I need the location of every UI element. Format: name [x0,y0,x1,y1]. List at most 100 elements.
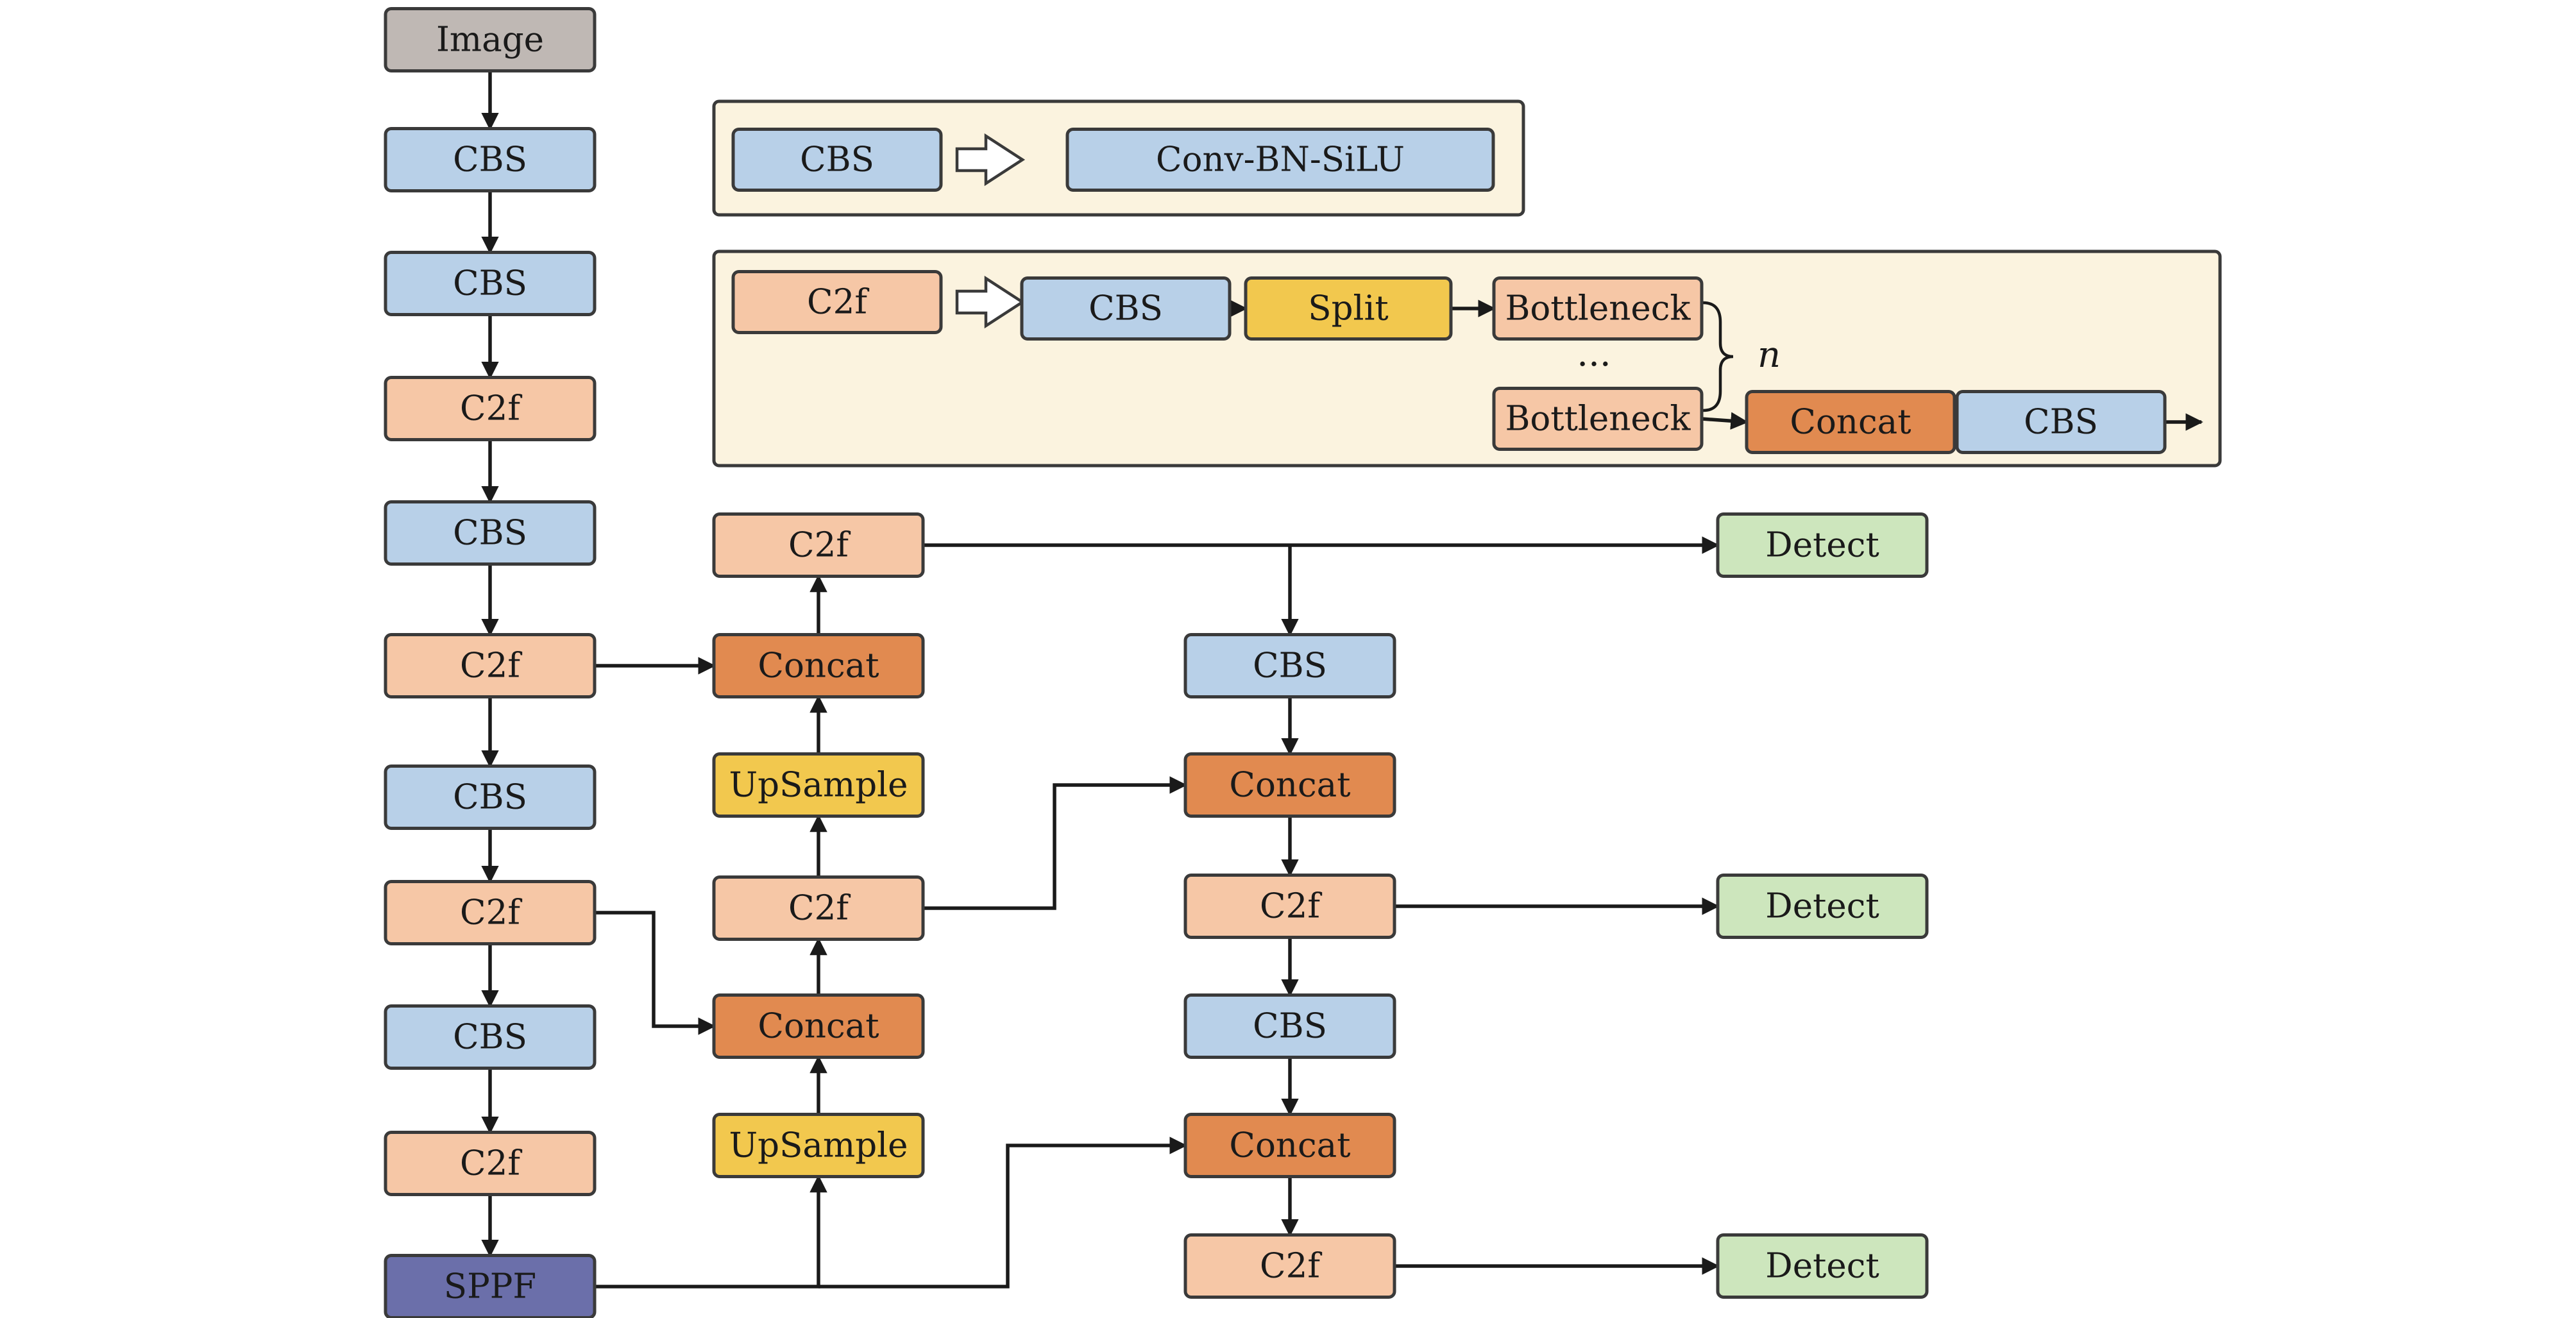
backbone-7-c2f-label: C2f [460,893,522,933]
neck-2-upsample-label: UpSample [729,766,908,805]
legend-c2f-cbs-label: CBS [1089,289,1163,328]
pan-5-c2f: C2f [1183,1233,1396,1299]
pan-5-c2f-box [1183,1233,1396,1299]
backbone-5-c2f: C2f [384,633,597,698]
legend-cbs-definition-arrow [955,133,1026,187]
head-2-detect: Detect [1716,1233,1929,1299]
backbone-9-c2f: C2f [384,1131,597,1196]
backbone-0-image-box [384,7,597,72]
pan-4-concat: Concat [1183,1113,1396,1178]
pan-4-concat-label: Concat [1229,1126,1350,1165]
backbone-2-cbs-box [384,251,597,316]
backbone-6-cbs: CBS [384,765,597,830]
legend-c2f-cbs-out-label: CBS [2024,403,2098,442]
neck-c2f-to-pan-concat-upper [923,776,1187,910]
legend-cbs-source-label: CBS [800,140,874,180]
backbone-8-cbs-box [384,1004,597,1070]
backbone-6-cbs-label: CBS [453,778,527,817]
legend-cbs-source: CBS [731,128,943,192]
backbone-1-cbs: CBS [384,127,597,192]
legend-c2f-cbs-box [1020,276,1232,341]
legend-c2f-source: C2f [731,270,943,334]
legend-c2f-concat-box [1745,390,1956,454]
pan-4-concat-box [1183,1113,1396,1178]
neck-2-upsample-box [712,752,925,818]
backbone-6-cbs-box [384,765,597,830]
legend-c2f-split-box [1244,276,1453,341]
legend-c2f-definition-arrow [955,275,1026,329]
neck-3-c2f-label: C2f [788,889,851,928]
neck-2-upsample: UpSample [712,752,925,818]
pan-2-c2f-label: C2f [1260,887,1322,926]
backbone-9-c2f-box [384,1131,597,1196]
neck-4-concat-box [712,993,925,1059]
legend-c2f-cbs-out: CBS [1955,390,2167,454]
head-1-detect: Detect [1716,874,1929,939]
neck-1-concat-label: Concat [758,646,879,686]
bottleneck-repeat-brace [1702,301,1734,412]
backbone-10-sppf-label: SPPF [444,1267,536,1306]
pan-0-cbs: CBS [1183,633,1396,698]
backbone-5-c2f-box [384,633,597,698]
neck-0-c2f-box [712,512,925,578]
backbone-7-c2f-box [384,880,597,945]
backbone-8-cbs-label: CBS [453,1018,527,1057]
bottleneck-ellipsis: ... [1577,333,1611,375]
legend-c2f-bottleneck-top: Bottleneck [1492,276,1704,341]
pan-1-concat-box [1183,752,1396,818]
backbone-3-c2f-box [384,376,597,441]
sppf-to-neck-upsample [595,1174,827,1288]
bottleneck-repeat-count: n [1758,334,1781,376]
backbone-8-cbs: CBS [384,1004,597,1070]
legend-c2f-bottleneck-top-box [1492,276,1704,341]
neck-0-c2f-label: C2f [788,526,851,565]
legend-cbs-target: Conv-BN-SiLU [1065,128,1495,192]
legend-bottleneck-to-concat [1701,412,1749,430]
pan-1-concat: Concat [1183,752,1396,818]
head-2-detect-box [1716,1233,1929,1299]
legend-c2f-source-label: C2f [807,283,869,322]
backbone-2-cbs: CBS [384,251,597,316]
neck-1-concat: Concat [712,633,925,698]
sppf-to-pan-concat [818,1136,1187,1288]
legend-c2f-bottleneck-bottom-label: Bottleneck [1505,400,1691,439]
pan-0-cbs-box [1183,633,1396,698]
legend-c2f-concat-label: Concat [1790,403,1911,442]
backbone-3-c2f-label: C2f [460,389,522,428]
pan-3-cbs-label: CBS [1253,1007,1327,1046]
backbone-5-c2f-label: C2f [460,646,522,686]
legend-cbs-source-box [731,128,943,192]
neck-5-upsample-box [712,1113,925,1178]
head-0-detect-box [1716,512,1929,578]
neck-3-c2f: C2f [712,875,925,941]
backbone-1-cbs-box [384,127,597,192]
legend-c2f-bottleneck-bottom-box [1492,387,1704,451]
legend-c2f-bottleneck-top-label: Bottleneck [1505,289,1691,328]
pan-3-cbs: CBS [1183,993,1396,1059]
legend-c2f-cbs-out-box [1955,390,2167,454]
neck-4-concat: Concat [712,993,925,1059]
backbone-0-image: Image [384,7,597,72]
pan-2-c2f: C2f [1183,874,1396,939]
legend-cbs-target-box [1065,128,1495,192]
pan-3-cbs-box [1183,993,1396,1059]
pan-0-cbs-label: CBS [1253,646,1327,686]
legend-c2f-bottleneck-bottom: Bottleneck [1492,387,1704,451]
pan-5-c2f-label: C2f [1260,1247,1322,1286]
neck-5-upsample-label: UpSample [729,1126,908,1165]
neck-5-upsample: UpSample [712,1113,925,1178]
legend-c2f-concat: Concat [1745,390,1956,454]
head-0-detect-label: Detect [1765,526,1879,565]
backbone-3-c2f: C2f [384,376,597,441]
legend-c2f-cbs: CBS [1020,276,1232,341]
backbone-2-cbs-label: CBS [453,264,527,303]
head-2-detect-label: Detect [1765,1247,1879,1286]
backbone-0-image-label: Image [436,21,544,60]
head-1-detect-label: Detect [1765,887,1879,926]
backbone-c2f-to-neck-concat-lower [595,911,716,1035]
backbone-4-cbs-box [384,500,597,566]
neck-3-c2f-box [712,875,925,941]
neck-1-concat-box [712,633,925,698]
backbone-4-cbs: CBS [384,500,597,566]
